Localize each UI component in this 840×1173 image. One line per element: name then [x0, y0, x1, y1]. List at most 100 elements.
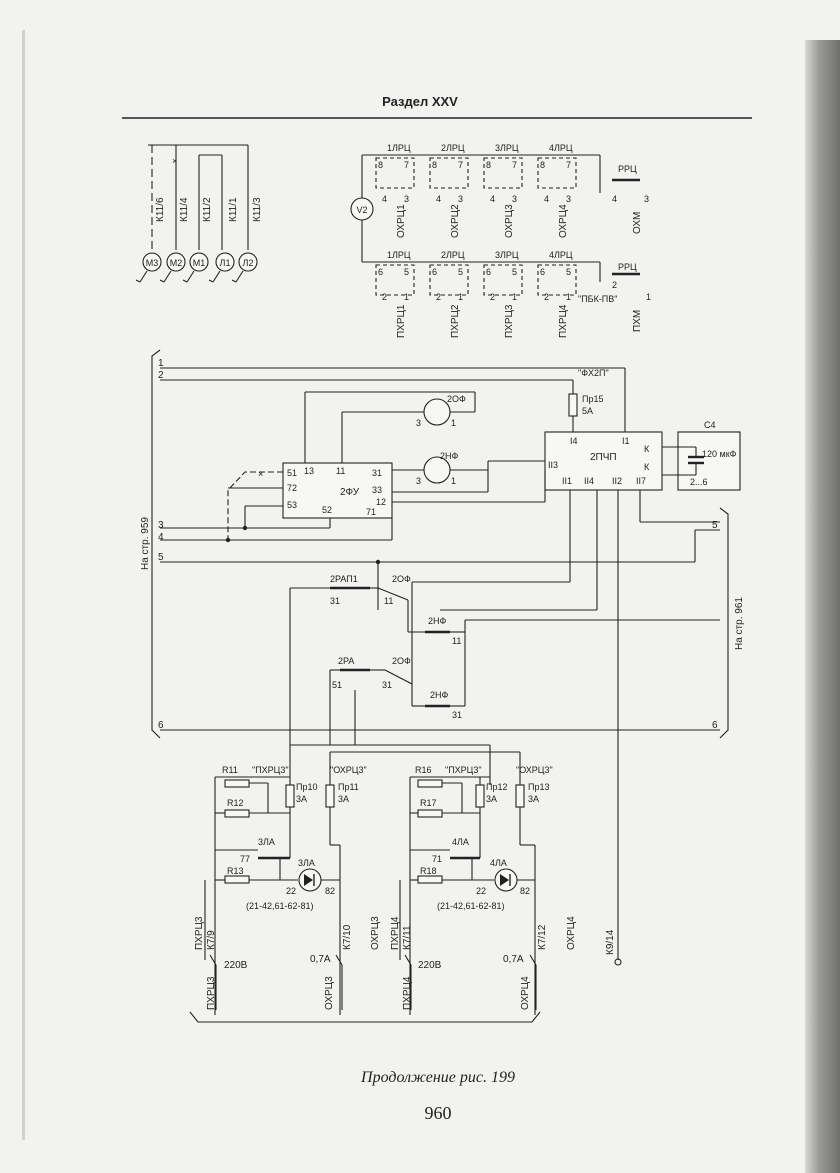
label-pxrc4: ПХРЦ4: [558, 304, 569, 338]
pin77: 77: [240, 854, 250, 864]
pin: 7: [404, 160, 409, 170]
pin: 3: [566, 194, 571, 204]
wire-3: 3: [158, 520, 164, 531]
pin: 5: [404, 267, 409, 277]
page-binding-shadow: [805, 40, 840, 1173]
pin: 7: [512, 160, 517, 170]
pxrc3-label-r: "ПХРЦ3": [445, 765, 482, 775]
r17: R17: [420, 798, 437, 808]
svg-text:×: ×: [172, 156, 177, 166]
pin: 2: [612, 280, 617, 290]
fuse13: Пр13: [528, 782, 550, 792]
pin: 8: [486, 160, 491, 170]
page-number: 960: [425, 1103, 452, 1123]
label-pxrc1: ПХРЦ1: [396, 304, 407, 338]
pin: 1: [512, 292, 517, 302]
label-pxrc3: ПХРЦ3: [504, 304, 515, 338]
capacitor-block: [677, 431, 741, 491]
pin: 31: [330, 596, 340, 606]
fuse11: Пр11: [338, 782, 359, 792]
label-pxrc2: ПХРЦ2: [450, 304, 461, 338]
pxrc3-top: ПХРЦ3: [194, 916, 205, 950]
pin: 6: [540, 267, 545, 277]
control-block: На стр. 959 На стр. 961 1 2 3 4 5 6 5 6 …: [140, 349, 745, 966]
pin: 31: [382, 680, 392, 690]
fuse12-val: 3А: [486, 794, 497, 804]
pin: 52: [322, 505, 332, 515]
lamp-circuit-3: R11 "ПХРЦ3" "ОХРЦ3" R12 Пр10 3А Пр11 3А …: [194, 744, 520, 1015]
r12: R12: [227, 798, 244, 808]
pin: 11: [384, 596, 393, 606]
pin: 3: [404, 194, 409, 204]
pin: 1: [451, 418, 456, 428]
motor-m2: М2: [170, 258, 183, 268]
pin: II3: [548, 460, 558, 470]
voltmeter-v2: V2: [356, 205, 367, 215]
wire-4: 4: [158, 532, 164, 543]
fx2p-label: "ФХ2П": [578, 368, 609, 378]
pin: 6: [378, 267, 383, 277]
fu-block: [282, 462, 393, 519]
fuse11-val: 3А: [338, 794, 349, 804]
pin: 13: [304, 466, 314, 476]
fuse10: Пр10: [296, 782, 318, 792]
pin: 6: [432, 267, 437, 277]
pin: 3: [416, 418, 421, 428]
pin: 12: [376, 497, 386, 507]
pin: 4: [612, 194, 617, 204]
label-oxrc1: ОХРЦ1: [396, 204, 407, 238]
pxrc4-top: ПХРЦ4: [390, 916, 401, 950]
pin: 71: [366, 507, 376, 517]
relay-2nf-1: 2НФ: [428, 616, 447, 626]
pin: 3: [644, 194, 649, 204]
pin: 1: [458, 292, 463, 302]
k9-14-label: К9/14: [605, 929, 616, 955]
pin: 6: [486, 267, 491, 277]
pchp-block: [544, 431, 663, 491]
contact-k11-1: К11/1: [228, 197, 239, 222]
oxrc4-top: ОХРЦ4: [566, 916, 577, 950]
lamp-20f-label: 2ОФ: [447, 394, 466, 404]
lamp-l2: Л2: [243, 258, 254, 268]
pin: 1: [646, 292, 651, 302]
relay-bottom-1: 1ЛРЦ: [387, 250, 411, 260]
figure-caption: Продолжение рис. 199: [360, 1069, 515, 1086]
lamp-4la: 4ЛА: [490, 858, 507, 868]
pin: 4: [382, 194, 387, 204]
pin: I1: [622, 436, 630, 446]
pin: II7: [636, 476, 646, 486]
wire-2: 2: [158, 370, 164, 381]
pin: 8: [432, 160, 437, 170]
pin: 11: [452, 636, 461, 646]
oxrc4-bottom: ОХРЦ4: [520, 976, 531, 1010]
label-oxrc3: ОХРЦ3: [504, 204, 515, 238]
pin: 2: [490, 292, 495, 302]
k7-11: К7/11: [402, 925, 413, 950]
r13: R13: [227, 866, 244, 876]
r18: R18: [420, 866, 437, 876]
relay-bottom-4: 4ЛРЦ: [549, 250, 573, 260]
pbk-pv-label: "ПБК-ПВ": [578, 294, 617, 304]
fuse10-val: 3А: [296, 794, 307, 804]
pin: 3: [458, 194, 463, 204]
motor-m3: М3: [146, 258, 159, 268]
relay-3la: 3ЛА: [258, 837, 275, 847]
left-page-ref: На стр. 959: [140, 517, 151, 570]
pin: 3: [416, 476, 421, 486]
label-pxm: ПХМ: [632, 310, 643, 332]
pin: 8: [378, 160, 383, 170]
pin: 53: [287, 500, 297, 510]
pin: 7: [566, 160, 571, 170]
fuse13-val: 3А: [528, 794, 539, 804]
relay-top-1: 1ЛРЦ: [387, 143, 411, 153]
fuse15-value: 5А: [582, 406, 593, 416]
pin: 31: [372, 468, 382, 478]
pin: 2: [436, 292, 441, 302]
relay-top-4: 4ЛРЦ: [549, 143, 573, 153]
pin: 4: [436, 194, 441, 204]
wire-5: 5: [158, 552, 164, 563]
contact-k11-3: К11/3: [252, 197, 263, 222]
pin: 4: [490, 194, 495, 204]
motors-block: × К11/6 К11/4 К11/2 К11/1 К11/3 М3 М2 М1…: [135, 144, 263, 283]
